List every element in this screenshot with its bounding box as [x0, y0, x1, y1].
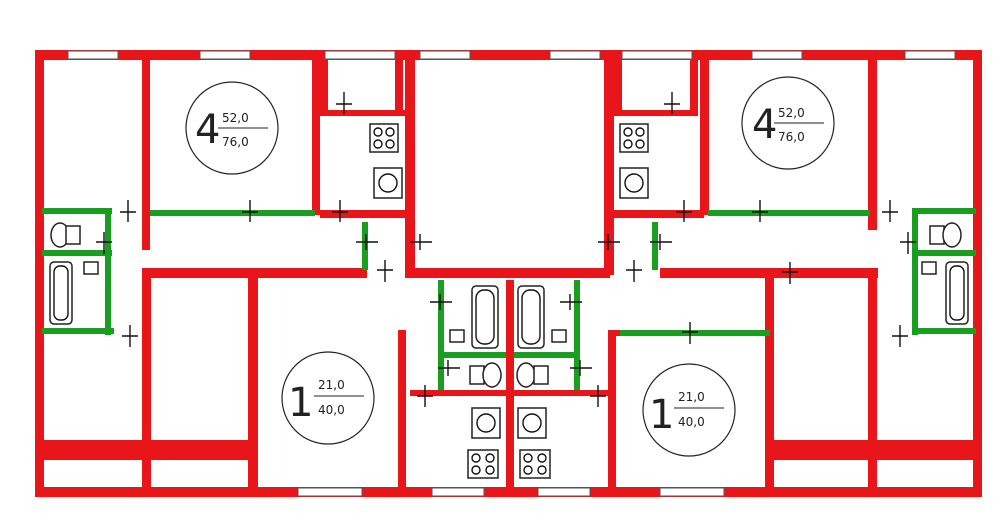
- apartment-label-4-left: 4 52,0 76,0: [185, 81, 279, 175]
- total-area: 76,0: [778, 130, 805, 144]
- apartment-4-right-walls: [612, 55, 976, 495]
- center-bath-partitions: [438, 280, 580, 390]
- apartment-4-right-bath-partitions: [620, 208, 976, 336]
- sink-icon: [517, 407, 547, 439]
- bathtub-icon: [945, 261, 969, 325]
- apartment-4-left-walls: [36, 55, 415, 495]
- living-area: 52,0: [222, 111, 249, 125]
- center-walls: [398, 55, 616, 495]
- sink-icon: [551, 329, 567, 343]
- total-area: 40,0: [318, 403, 345, 417]
- room-count: 1: [288, 380, 313, 426]
- total-area: 76,0: [222, 135, 249, 149]
- room-count: 4: [195, 107, 220, 153]
- toilet-icon: [516, 362, 549, 388]
- sink-icon: [373, 167, 403, 199]
- sink-icon: [83, 261, 99, 275]
- sink-icon: [471, 407, 501, 439]
- room-count: 1: [649, 392, 674, 438]
- living-area: 21,0: [318, 378, 345, 392]
- sink-icon: [921, 261, 937, 275]
- toilet-icon: [469, 362, 502, 388]
- apartment-label-1-left: 1 21,0 40,0: [281, 351, 375, 445]
- stove-icon: [519, 449, 551, 479]
- toilet-icon: [929, 222, 962, 248]
- apartment-label-4-right: 4 52,0 76,0: [741, 76, 835, 170]
- bathtub-icon: [517, 285, 545, 349]
- stove-icon: [369, 123, 399, 153]
- total-area: 40,0: [678, 415, 705, 429]
- bathtub-icon: [49, 261, 73, 325]
- apartment-label-1-right: 1 21,0 40,0: [642, 363, 736, 457]
- sink-icon: [619, 167, 649, 199]
- room-count: 4: [752, 102, 777, 148]
- sink-icon: [449, 329, 465, 343]
- toilet-icon: [50, 222, 81, 248]
- stove-icon: [619, 123, 649, 153]
- windows-top: [67, 50, 956, 60]
- living-area: 52,0: [778, 106, 805, 120]
- stove-icon: [467, 449, 499, 479]
- door-swing-icon: [96, 92, 916, 407]
- living-area: 21,0: [678, 390, 705, 404]
- apartment-4-left-bath-partitions: [42, 208, 368, 335]
- bathtub-icon: [471, 285, 499, 349]
